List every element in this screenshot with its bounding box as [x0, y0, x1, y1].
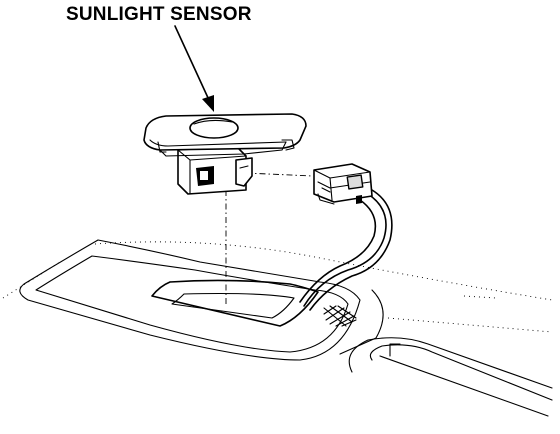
- sunlight-sensor-label: SUNLIGHT SENSOR: [66, 4, 252, 25]
- dashboard-panel: [2, 239, 553, 417]
- wire-connector: [313, 163, 373, 205]
- sunlight-sensor: [143, 113, 307, 195]
- connector-alignment-line: [245, 172, 313, 177]
- crosshatch-texture: [323, 305, 357, 327]
- wiring-harness: [299, 189, 393, 311]
- leader-arrow: [174, 25, 214, 112]
